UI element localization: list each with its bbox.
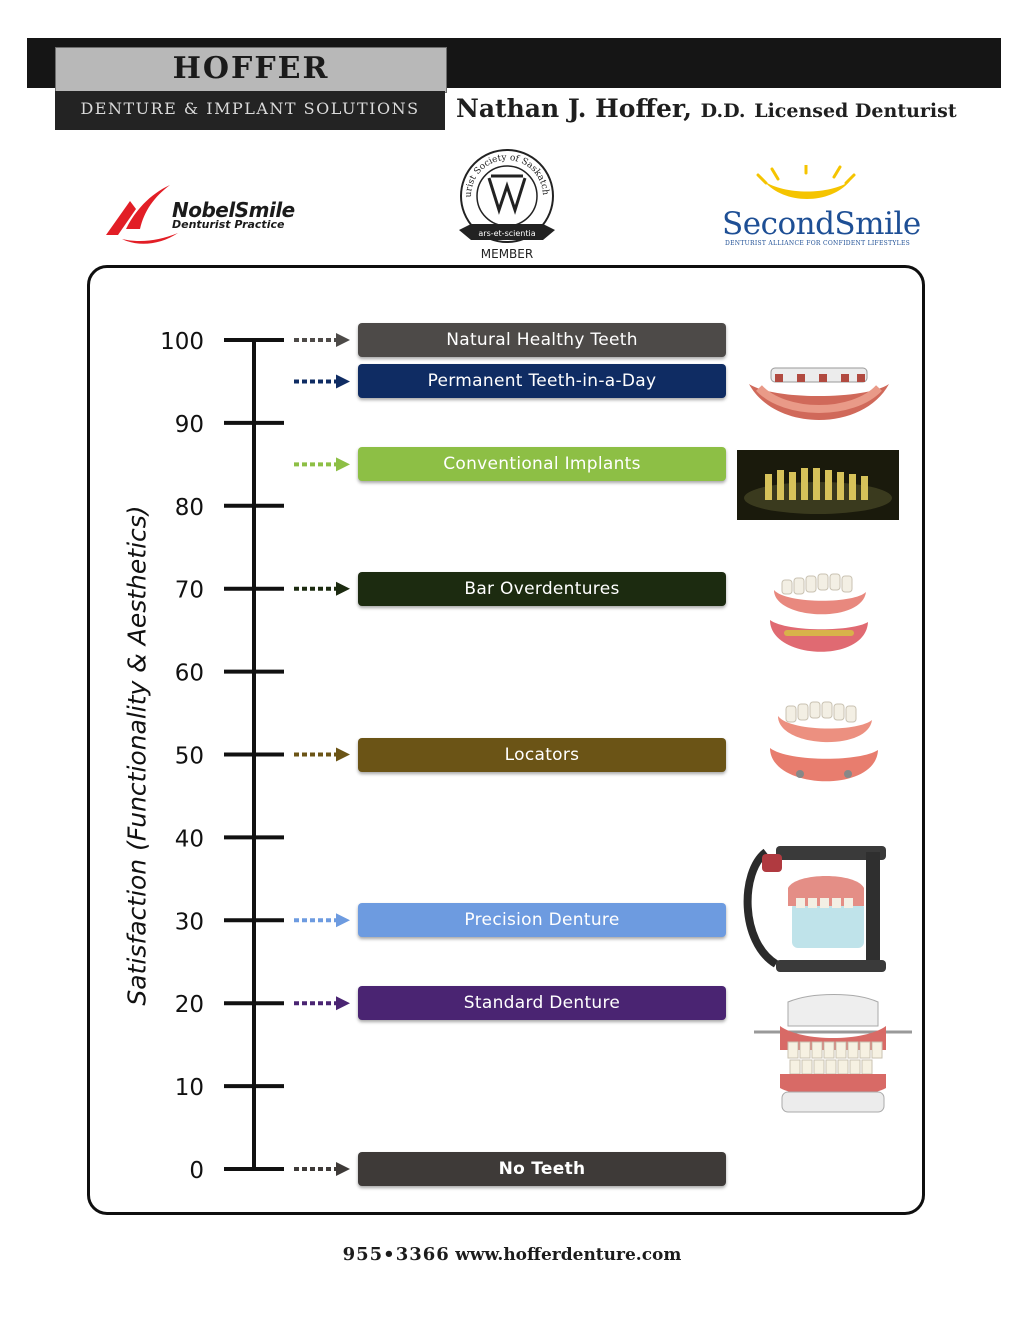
teeth-in-a-day-photo [749,367,889,420]
nobelsmile-name: NobelSmile [172,198,295,222]
pointer-arrow-head [336,913,350,928]
nobelsmile-tagline: Denturist Practice [172,218,285,231]
pointer-arrow-head [336,333,350,347]
chart-bar: Natural Healthy Teeth [358,323,726,357]
standard-denture-photo [754,994,912,1113]
doctor-name: Nathan J. Hoffer, [456,94,692,123]
chart-frame [87,265,925,1215]
pointer-arrow-head [336,1162,350,1176]
pointer-arrow-head [336,996,350,1011]
secondsmile-sun-icon [756,165,856,199]
doctor-credit: Nathan J. Hoffer, D.D. Licensed Denturis… [456,94,957,123]
locator-denture-photo [770,701,878,782]
y-tick-label: 70 [175,578,204,604]
society-member-label: MEMBER [480,247,534,261]
pointer-arrow-head [336,581,350,596]
pointer-arrow-head [336,374,350,389]
precision-denture-articulator-photo [743,846,886,972]
y-tick-label: 50 [175,744,204,770]
y-tick-label: 60 [175,661,204,687]
y-tick-label: 10 [175,1075,204,1101]
chart-bar: Bar Overdentures [358,571,726,606]
bar-overdenture-photo [770,573,868,652]
secondsmile-name: SecondSmile [722,206,921,242]
pointer-arrow-head [336,747,350,762]
brand-name: HOFFER [172,51,330,86]
doctor-role: Licensed Denturist [754,100,957,122]
doctor-title: D.D. [700,100,746,122]
chart-bar: Locators [358,737,726,772]
brand-logo-box: HOFFER [55,47,447,93]
society-motto: ars-et-scientia [478,229,535,238]
y-tick-label: 100 [160,329,204,355]
y-tick-label: 30 [175,909,204,935]
pointer-arrow-head [336,457,350,472]
footer-website[interactable]: www.hofferdenture.com [455,1245,682,1265]
chart-bar: Conventional Implants [358,447,726,482]
footer-phone: 955•3366 [342,1244,450,1265]
y-tick-label: 80 [175,495,204,521]
chart-bar: Precision Denture [358,903,726,938]
chart-bar: Permanent Teeth-in-a-Day [358,364,726,399]
secondsmile-tagline: DENTURIST ALLIANCE FOR CONFIDENT LIFESTY… [725,240,911,247]
brand-subtitle-box: DENTURE & IMPLANT SOLUTIONS [55,91,445,130]
chart-bar: Standard Denture [358,986,726,1021]
implant-xray-photo [737,450,899,520]
chart-bar: No Teeth [358,1152,726,1186]
y-tick-label: 90 [175,412,204,438]
society-seal-icon: Denturist Society of Saskatchewan ars-et… [455,148,555,243]
nobelsmile-swoosh-icon [106,185,178,244]
y-tick-label: 20 [175,992,204,1018]
brand-subtitle: DENTURE & IMPLANT SOLUTIONS [80,99,420,118]
y-tick-label: 40 [175,826,204,852]
y-tick-label: 0 [189,1158,204,1184]
footer-contact: 955•3366 www.hofferdenture.com [0,1244,1024,1265]
